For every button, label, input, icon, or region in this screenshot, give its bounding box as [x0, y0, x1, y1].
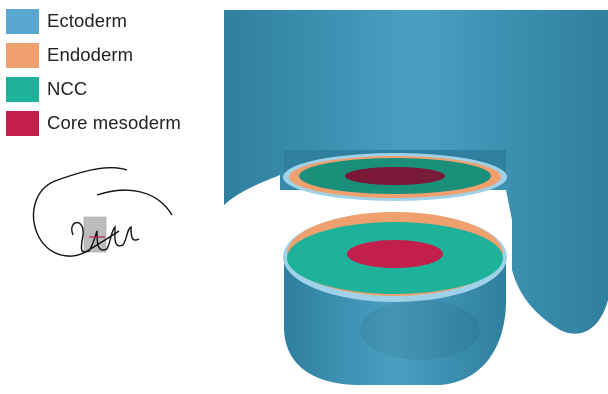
pharyngeal-arch-3d-diagram [220, 0, 608, 394]
legend: Ectoderm Endoderm NCC Core mesoderm [6, 4, 181, 140]
lower-core-mesoderm [347, 240, 443, 268]
embryo-outline-icon [27, 165, 207, 270]
legend-label-ncc: NCC [47, 78, 87, 100]
legend-item-endoderm: Endoderm [6, 38, 181, 72]
legend-item-ectoderm: Ectoderm [6, 4, 181, 38]
legend-item-core-mesoderm: Core mesoderm [6, 106, 181, 140]
legend-item-ncc: NCC [6, 72, 181, 106]
legend-label-core-mesoderm: Core mesoderm [47, 112, 181, 134]
legend-label-ectoderm: Ectoderm [47, 10, 127, 32]
legend-swatch-endoderm [6, 43, 39, 68]
legend-label-endoderm: Endoderm [47, 44, 133, 66]
lower-body-shadow [360, 300, 480, 360]
legend-swatch-core-mesoderm [6, 111, 39, 136]
legend-swatch-ectoderm [6, 9, 39, 34]
upper-core-mesoderm [345, 167, 445, 185]
legend-swatch-ncc [6, 77, 39, 102]
